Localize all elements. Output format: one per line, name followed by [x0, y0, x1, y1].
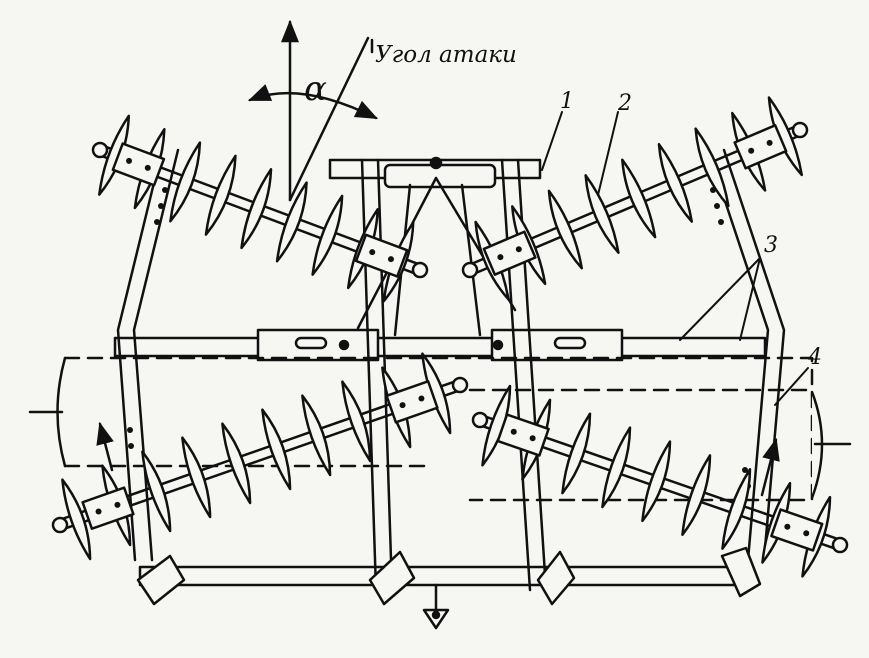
- disc-blade: [621, 158, 657, 239]
- angle-alpha-symbol: α: [304, 69, 327, 109]
- disc-blade: [221, 422, 252, 505]
- rear-left-direction-arrow: [96, 421, 114, 472]
- callout-label-3: 3: [764, 233, 778, 258]
- bearing-clamp: [496, 413, 550, 457]
- rear-right-direction-arrow: [760, 437, 780, 497]
- disc-blade: [341, 380, 372, 463]
- disc-blade: [169, 141, 202, 223]
- left-outer-post: [116, 148, 180, 562]
- crossbar-clamp-right: [490, 328, 624, 362]
- crossbar-clamp-left: [256, 328, 380, 362]
- disc-blade: [98, 114, 131, 196]
- angle-of-attack-label: Угол атаки: [375, 42, 517, 68]
- angle-arc: [247, 84, 379, 120]
- disc-blade: [561, 412, 592, 495]
- front-left-disc-gang: [91, 114, 429, 303]
- bearing-clamp: [354, 233, 409, 278]
- main-frame: [113, 148, 786, 630]
- callout-label-2: 2: [617, 91, 632, 116]
- bearing-clamp: [111, 142, 166, 187]
- disc-blade: [767, 96, 804, 177]
- callout-label-4: 4: [807, 345, 822, 370]
- disc-blade: [141, 450, 172, 533]
- rear-bracket-3: [536, 550, 576, 606]
- bearing-clamp: [733, 124, 788, 170]
- bearing-clamp: [385, 380, 439, 424]
- disc-blade: [275, 181, 308, 263]
- disc-blade: [311, 194, 344, 276]
- disc-blade: [481, 384, 512, 467]
- front-right-disc-gang: [461, 96, 809, 301]
- disc-blade: [641, 440, 672, 523]
- disc-blade: [240, 168, 273, 250]
- middle-crossbar: [113, 336, 767, 358]
- disc-blade: [547, 189, 584, 270]
- angle-of-attack-indicator: [247, 19, 379, 202]
- disc-blade: [421, 352, 452, 435]
- disc-blade: [657, 142, 694, 223]
- disc-blade: [601, 426, 632, 509]
- right-outer-post: [706, 148, 786, 562]
- bearing-clamp: [482, 230, 537, 276]
- disc-blade: [584, 174, 620, 254]
- rear-bracket-2: [368, 550, 416, 606]
- disc-blade: [261, 408, 292, 491]
- disc-blade: [301, 394, 332, 477]
- disc-blade: [61, 478, 92, 561]
- disc-blade: [694, 127, 730, 208]
- rear-bracket-1: [136, 554, 186, 606]
- rear-bracket-4: [720, 546, 762, 598]
- rear-frame-beam: [138, 565, 742, 587]
- disc-blade: [681, 454, 712, 537]
- bearing-clamp: [770, 508, 824, 552]
- rear-right-disc-gang: [471, 384, 849, 578]
- disc-blade: [721, 468, 752, 550]
- rear-left-disc-gang: [51, 352, 469, 561]
- bearing-clamp: [81, 486, 135, 530]
- callout-label-1: 1: [560, 89, 574, 114]
- disc-blade: [204, 154, 237, 236]
- rear-roller: [28, 356, 852, 502]
- disc-blade: [181, 436, 212, 519]
- callout-leaders: [541, 111, 809, 406]
